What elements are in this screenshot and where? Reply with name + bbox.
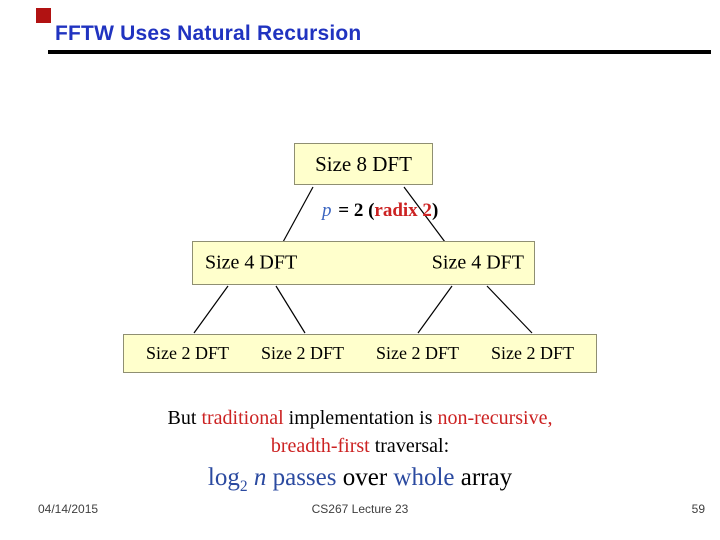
- footer-page-number: 59: [691, 502, 705, 516]
- commentary-line-3: log2 n passes over whole array: [0, 462, 720, 494]
- text-segment-blue: whole: [393, 464, 455, 491]
- text-segment: traversal:: [369, 435, 450, 457]
- text-segment-highlight: non-recursive,: [437, 407, 553, 429]
- size8-dft-label: Size 8 DFT: [315, 151, 412, 176]
- radix-equals: = 2: [333, 200, 369, 221]
- bottom-commentary: But traditional implementation is non-re…: [0, 404, 720, 494]
- size4-dft-label: Size 4 DFT: [205, 251, 298, 274]
- footer-course: CS267 Lecture 23: [311, 502, 409, 516]
- radix-label: radix 2: [374, 200, 432, 221]
- slide-title: FFTW Uses Natural Recursion: [55, 22, 362, 45]
- size8-dft-box: Size 8 DFT: [294, 143, 433, 185]
- radix-close-paren: ): [431, 200, 439, 221]
- n-variable: n: [253, 464, 267, 491]
- red-square-icon: [36, 8, 51, 23]
- size2-dft-label: Size 2 DFT: [261, 343, 344, 363]
- text-segment-highlight: breadth-first: [270, 435, 370, 457]
- text-segment: But: [167, 407, 202, 429]
- title-underline: [48, 50, 711, 54]
- text-segment: implementation is: [283, 407, 438, 429]
- radix-p-variable: p: [322, 200, 332, 221]
- commentary-line-1: But traditional implementation is non-re…: [0, 404, 720, 432]
- log-subscript: 2: [239, 478, 248, 495]
- radix-annotation: p = 2 (radix 2): [322, 200, 438, 222]
- commentary-line-2: breadth-first traversal:: [0, 432, 720, 460]
- size4-dft-label: Size 4 DFT: [431, 251, 524, 274]
- slide-footer: 04/14/2015 CS267 Lecture 23 59: [0, 502, 720, 522]
- text-segment: array: [454, 464, 513, 491]
- log-term: log: [207, 464, 240, 491]
- size2-dft-label: Size 2 DFT: [146, 343, 229, 363]
- size2-dft-label: Size 2 DFT: [491, 343, 574, 363]
- size2-dft-row: Size 2 DFT Size 2 DFT Size 2 DFT Size 2 …: [123, 334, 597, 373]
- text-segment-blue: passes: [266, 464, 337, 491]
- text-segment: over: [336, 464, 394, 491]
- radix-open-paren: (: [368, 200, 375, 221]
- text-segment-highlight: traditional: [201, 407, 284, 429]
- size4-dft-row: Size 4 DFT Size 4 DFT: [192, 241, 535, 285]
- size2-dft-label: Size 2 DFT: [376, 343, 459, 363]
- footer-date: 04/14/2015: [38, 502, 99, 516]
